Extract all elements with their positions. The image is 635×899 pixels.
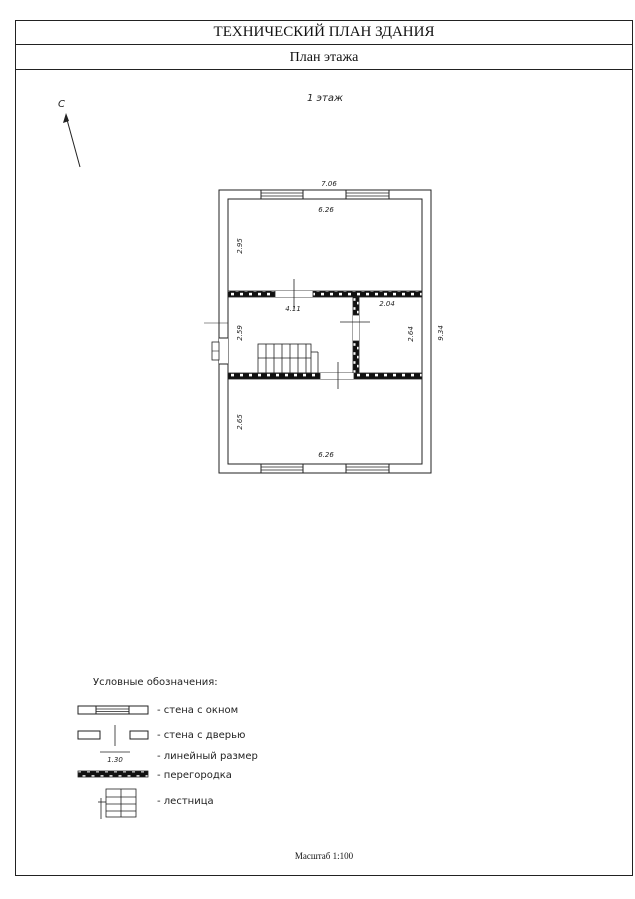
exterior-walls (218, 189, 432, 474)
dim-hall-width: 4.11 (285, 305, 301, 313)
dim-bottom-room-depth: 2.65 (236, 414, 244, 430)
interior-doors (274, 279, 370, 389)
dim-outer-length: 9.34 (437, 325, 445, 341)
legend-label-staircase: - лестница (157, 796, 214, 807)
dim-middle-depth-left: 2.59 (236, 325, 244, 341)
sheet-frame (15, 20, 633, 876)
floor-label: 1 этаж (307, 93, 343, 104)
scale-label: Масштаб 1:100 (294, 851, 354, 861)
window-bottom-left (260, 463, 304, 474)
document-title: ТЕХНИЧЕСКИЙ ПЛАН ЗДАНИЯ (15, 20, 633, 45)
dim-outer-width: 7.06 (321, 180, 337, 188)
north-arrow-icon (63, 113, 81, 168)
legend-label-wall-door: - стена с дверью (157, 730, 245, 741)
window-bottom-right (345, 463, 390, 474)
legend-title: Условные обозначения: (93, 677, 218, 688)
entry-door (204, 322, 228, 365)
document-subtitle: План этажа (15, 45, 633, 70)
dim-middle-depth-right: 2.64 (407, 326, 415, 342)
legend-label-partition: - перегородка (157, 770, 232, 781)
window-top-right (345, 189, 390, 200)
legend-wall-door-icon (77, 725, 149, 746)
dim-inner-width-top: 6.26 (318, 206, 334, 214)
dim-inner-width-bottom: 6.26 (318, 451, 334, 459)
dim-top-room-depth: 2.95 (236, 238, 244, 254)
legend-sample-dimension: 1.30 (107, 756, 123, 764)
legend-partition-icon (77, 770, 149, 778)
staircase-icon (257, 343, 319, 374)
legend-wall-window-icon (77, 705, 149, 715)
legend-staircase-icon (98, 788, 137, 819)
legend-label-linear-dimension: - линейный размер (157, 751, 258, 762)
legend-label-wall-window: - стена с окном (157, 705, 238, 716)
north-label: С (58, 99, 65, 110)
dim-small-room-width: 2.04 (379, 300, 395, 308)
window-top-left (260, 189, 304, 200)
